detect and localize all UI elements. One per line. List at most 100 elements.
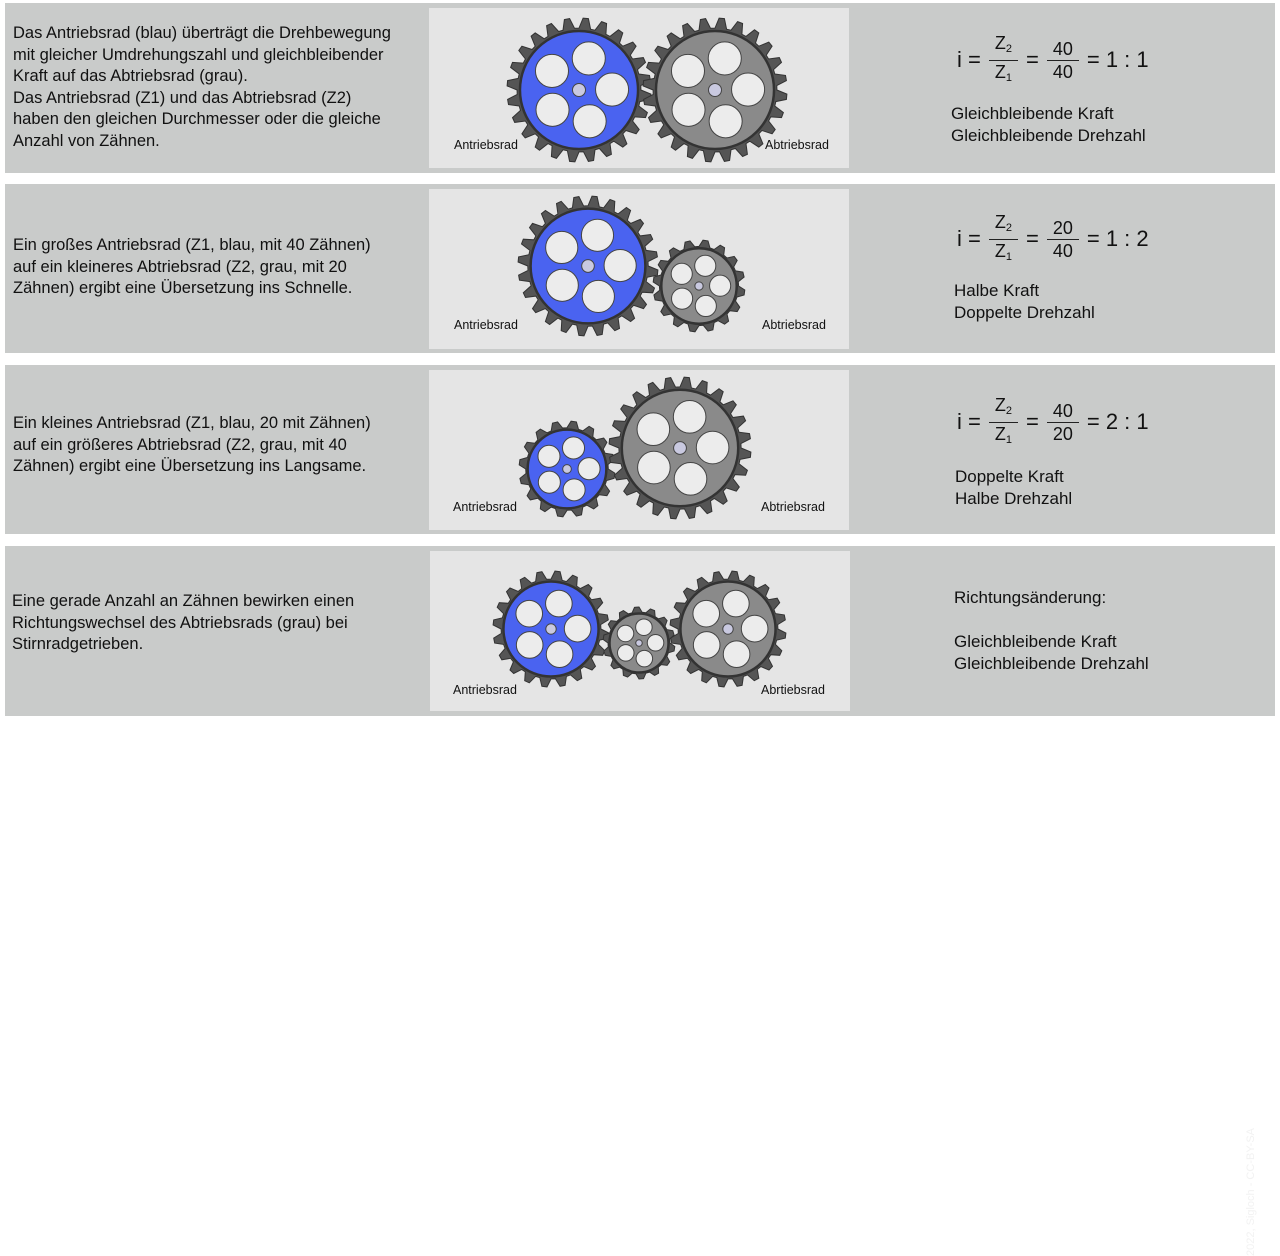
driven-gear-hole: [673, 462, 708, 496]
drive-gear-hole: [580, 218, 615, 252]
drive-gear: [518, 420, 616, 518]
effects-text: Doppelte Kraft Halbe Drehzahl: [955, 467, 1073, 508]
symbol-den: Z: [994, 423, 1006, 444]
formula-eq: =: [1025, 47, 1039, 72]
driven-gear-hole: [722, 640, 751, 669]
drive-gear-axle: [545, 623, 557, 635]
driven-gear-label: Abrtiebsrad: [761, 683, 825, 697]
idler-gear-hole: [646, 634, 665, 652]
drive-gear-label: Antriebsrad: [454, 138, 518, 152]
drive-gear-label: Antriebsrad: [453, 500, 517, 514]
drive-gear-axle: [562, 464, 572, 474]
gear-diagram: Antriebsrad Abtriebsrad: [429, 189, 849, 349]
effects-text: Halbe Kraft Doppelte Drehzahl: [954, 281, 1095, 322]
drive-gear-hole: [545, 230, 579, 265]
drive-gear-hole: [515, 631, 544, 659]
formula-result: = 2 : 1: [1086, 409, 1149, 434]
idler-gear: [602, 606, 676, 680]
drive-gear: [517, 195, 659, 337]
driven-gear-hole: [671, 287, 694, 310]
drive-gear-hole: [577, 457, 601, 481]
drive-gear: [492, 570, 610, 688]
formula-result: = 1 : 2: [1086, 226, 1149, 251]
symbol-den: Z: [994, 61, 1006, 82]
symbol-den-sub: 1: [1005, 433, 1012, 446]
drive-gear-hole: [595, 72, 630, 107]
driven-gear-label: Abtriebsrad: [761, 500, 825, 514]
watermark: 2022, Sigloch - CC-BY-SA: [1245, 1128, 1257, 1256]
driven-gear-label: Abtriebsrad: [762, 318, 826, 332]
drive-gear-hole: [515, 599, 544, 628]
driven-gear-hole: [637, 450, 671, 485]
idler-gear-hole: [616, 644, 635, 662]
driven-gear: [642, 17, 788, 163]
formula-prefix: i =: [957, 409, 981, 434]
fraction-bar: [1046, 59, 1079, 61]
formula-prefix: i =: [957, 47, 981, 72]
drive-gear-hole: [535, 92, 570, 127]
row-description: Ein kleines Antriebsrad (Z1, blau, 20 mi…: [13, 414, 371, 475]
driven-gear-hole: [636, 412, 671, 447]
driven-gear-hole: [708, 104, 743, 139]
idler-gear-hole: [635, 618, 653, 636]
drive-gear-hole: [572, 104, 607, 139]
drive-gear-hole: [537, 444, 561, 468]
row-slow-down: Ein kleines Antriebsrad (Z1, blau, 20 mi…: [5, 365, 1275, 534]
driven-gear-hole: [692, 599, 721, 628]
row-description: Ein großes Antriebsrad (Z1, blau, mit 40…: [13, 236, 371, 297]
driven-gear-label: Abtriebsrad: [765, 138, 829, 152]
drive-gear-hole: [581, 279, 615, 313]
drive-gear-hole: [545, 640, 574, 669]
drive-gear-hole: [561, 436, 586, 460]
gear-diagram-svg: [506, 17, 788, 163]
driven-gear: [669, 570, 787, 688]
value-den: 40: [1052, 61, 1073, 82]
driven-gear-hole: [671, 92, 706, 127]
fraction-bar: [1046, 421, 1079, 423]
formula-result: = 1 : 1: [1086, 47, 1149, 72]
symbol-fraction: Z2 Z1: [988, 394, 1018, 451]
value-num: 40: [1052, 38, 1073, 59]
ratio-formula: i = Z2 Z1 = 40 20 = 2 : 1: [953, 394, 1153, 451]
fraction-bar: [988, 59, 1018, 61]
driven-gear-hole: [694, 294, 717, 318]
driven-gear-hole: [709, 274, 732, 297]
symbol-fraction: Z2 Z1: [988, 32, 1018, 89]
drive-gear-hole: [534, 53, 570, 88]
driven-gear-hole: [707, 41, 742, 76]
row-direction-change: Eine gerade Anzahl an Zähnen bewirken ei…: [5, 546, 1275, 1256]
gear-diagram: Antriebsrad Abrtiebsrad: [430, 551, 850, 711]
drive-gear-axle: [581, 259, 595, 273]
drive-gear-hole: [563, 614, 592, 643]
formula-prefix: i =: [957, 226, 981, 251]
drive-gear-hole: [603, 248, 637, 283]
value-fraction: 40 40: [1046, 38, 1079, 83]
symbol-num-sub: 2: [1005, 42, 1012, 55]
effects-text: Richtungsänderung: Gleichbleibende Kraft…: [954, 588, 1149, 673]
drive-gear-hole: [562, 478, 586, 502]
idler-gear-hole: [635, 649, 654, 668]
gear-diagram-svg: [517, 195, 746, 337]
symbol-num: Z: [994, 394, 1006, 415]
gear-diagram: Antriebsrad Abtriebsrad: [429, 8, 849, 168]
drive-gear: [506, 17, 652, 163]
driven-gear-hole: [672, 400, 707, 434]
row-description: Das Antriebsrad (blau) überträgt die Dre…: [13, 24, 391, 150]
gear-diagram-svg: [518, 376, 752, 520]
fraction-bar: [988, 421, 1018, 423]
symbol-num: Z: [994, 32, 1006, 53]
row-equal-gears: Das Antriebsrad (blau) überträgt die Dre…: [5, 3, 1275, 173]
drive-gear-hole: [537, 470, 561, 494]
row-description: Eine gerade Anzahl an Zähnen bewirken ei…: [12, 592, 355, 653]
driven-gear-hole: [670, 53, 706, 88]
row-speed-up: Ein großes Antriebsrad (Z1, blau, mit 40…: [5, 184, 1275, 353]
fraction-bar: [1046, 238, 1079, 240]
driven-gear-hole: [695, 430, 730, 465]
symbol-den-sub: 1: [1005, 71, 1012, 84]
value-num: 40: [1052, 400, 1073, 421]
driven-gear-hole: [694, 254, 717, 277]
formula-eq: =: [1025, 409, 1039, 434]
drive-gear-hole: [545, 589, 573, 618]
driven-gear-hole: [670, 262, 693, 285]
value-num: 20: [1052, 217, 1073, 238]
